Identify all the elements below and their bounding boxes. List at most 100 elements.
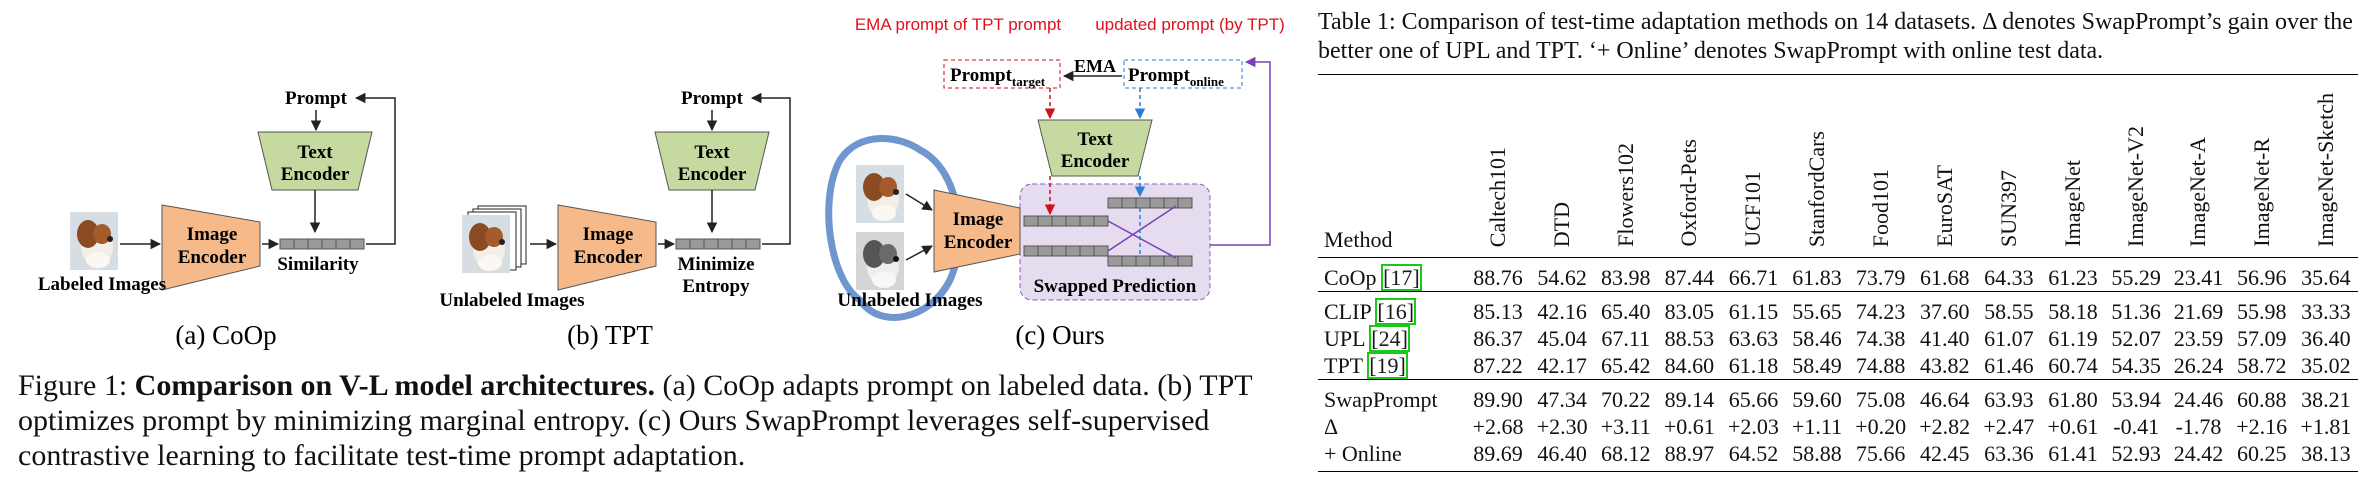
value-cell: +2.03 (1727, 413, 1779, 439)
value-cell: 53.94 (2105, 379, 2168, 413)
citation-link[interactable]: [19] (1367, 351, 1408, 379)
value-cell: 61.07 (1984, 325, 2034, 351)
value-cell: 58.49 (1792, 352, 1842, 378)
ours-image-encoder (933, 189, 1021, 273)
value-cell: 86.37 (1473, 325, 1523, 351)
svg-text:Encoder: Encoder (678, 164, 747, 185)
ours-panel-caption: (c) Ours (1015, 320, 1104, 350)
value-cell: 88.97 (1657, 440, 1722, 472)
value-cell: 42.16 (1530, 291, 1595, 325)
column-header: ImageNet-Sketch (2293, 74, 2358, 258)
value-cell: 84.60 (1664, 352, 1715, 378)
value-cell: +1.81 (2300, 413, 2352, 439)
svg-text:Entropy: Entropy (682, 276, 750, 297)
ema-annotation: EMA prompt of TPT prompt (855, 15, 1062, 34)
value-cell: 74.88 (1855, 352, 1906, 378)
value-cell: 61.46 (1984, 352, 2034, 378)
value-cell: 87.22 (1473, 352, 1523, 378)
value-cell: 42.45 (1912, 440, 1977, 472)
ours-image-color (856, 165, 904, 223)
value-cell: +0.20 (1855, 413, 1907, 439)
tpt-text-encoder (654, 131, 770, 191)
value-cell: 41.40 (1919, 325, 1970, 351)
value-cell: 67.11 (1601, 325, 1651, 351)
value-cell: 36.40 (2301, 325, 2351, 351)
method-cell: Δ (1324, 413, 1339, 439)
value-cell: 74.23 (1848, 291, 1913, 325)
value-cell: 63.36 (1976, 440, 2041, 472)
tpt-image-stack (462, 205, 527, 273)
value-cell: 38.13 (2293, 440, 2358, 472)
citation-link[interactable]: [16] (1375, 297, 1417, 325)
svg-text:Image: Image (187, 224, 238, 245)
value-cell: 75.66 (1848, 440, 1913, 472)
value-cell: -0.41 (2113, 413, 2160, 439)
svg-text:Text: Text (1077, 129, 1113, 150)
value-cell: 83.98 (1594, 257, 1658, 292)
value-cell: 37.60 (1912, 291, 1977, 325)
table-caption: Table 1: Comparison of test-time adaptat… (1318, 9, 2353, 64)
svg-text:Encoder: Encoder (944, 232, 1013, 253)
value-cell: 58.72 (2236, 352, 2287, 378)
column-header: Food101 (1848, 74, 1913, 258)
prompt-online-box (1123, 59, 1243, 89)
value-cell: 74.38 (1855, 325, 1906, 351)
value-cell: 61.19 (2048, 325, 2098, 351)
value-cell: 88.76 (1466, 257, 1531, 292)
value-cell: 60.74 (2048, 352, 2098, 378)
citation-link[interactable]: [24] (1369, 324, 1410, 352)
value-cell: 89.69 (1466, 440, 1531, 472)
value-cell: 56.96 (2229, 257, 2294, 292)
tpt-images-label: Unlabeled Images (439, 290, 584, 311)
value-cell: 88.53 (1664, 325, 1715, 351)
coop-text-encoder (257, 131, 373, 191)
value-cell: 21.69 (2167, 291, 2230, 325)
value-cell: +2.16 (2236, 413, 2288, 439)
value-cell: 65.40 (1594, 291, 1658, 325)
table-row: Δ+2.68+2.30+3.11+0.61+2.03+1.11+0.20+2.8… (1318, 413, 2358, 440)
value-cell: 59.60 (1785, 379, 1849, 413)
svg-text:Image: Image (953, 209, 1004, 230)
value-cell: 64.33 (1976, 257, 2041, 292)
panel-coop: Prompt Text Encoder Image Encoder Simila… (38, 88, 396, 350)
coop-text-encoder-label: Text (297, 142, 333, 163)
ours-image-gray (856, 232, 904, 290)
tpt-image-encoder (557, 204, 657, 291)
citation-link[interactable]: [17] (1381, 263, 1422, 291)
value-cell: +1.11 (1791, 413, 1843, 439)
value-cell: 47.34 (1530, 379, 1595, 413)
value-cell: 85.13 (1466, 291, 1531, 325)
value-cell: 61.41 (2040, 440, 2105, 472)
coop-similarity-label: Similarity (277, 254, 359, 275)
coop-image (70, 212, 118, 270)
svg-text:Encoder: Encoder (574, 247, 643, 268)
coop-panel-caption: (a) CoOp (175, 320, 276, 350)
value-cell: 54.35 (2111, 352, 2161, 378)
value-cell: 87.44 (1657, 257, 1722, 292)
tpt-prompt-label: Prompt (681, 88, 744, 109)
value-cell: +0.61 (1663, 413, 1715, 439)
column-header: ImageNet-V2 (2105, 74, 2168, 258)
column-header: EuroSAT (1912, 74, 1977, 258)
value-cell: 35.64 (2293, 257, 2358, 292)
svg-text:Text: Text (694, 142, 730, 163)
value-cell: 51.36 (2105, 291, 2168, 325)
tpt-panel-caption: (b) TPT (567, 320, 653, 350)
value-cell: 83.05 (1657, 291, 1722, 325)
value-cell: 24.46 (2167, 379, 2230, 413)
value-cell: 45.04 (1537, 325, 1587, 351)
ours-images-label: Unlabeled Images (837, 290, 982, 311)
value-cell: 89.90 (1466, 379, 1531, 413)
column-header: Oxford-Pets (1657, 74, 1722, 258)
ema-label: EMA (1074, 56, 1116, 76)
svg-text:Encoder: Encoder (1061, 151, 1130, 172)
value-cell: 60.25 (2229, 440, 2294, 472)
coop-image-encoder (161, 204, 261, 291)
value-cell: 68.12 (1594, 440, 1658, 472)
value-cell: 52.07 (2111, 325, 2161, 351)
method-cell: + Online (1318, 440, 1466, 472)
value-cell: +2.47 (1983, 413, 2035, 439)
value-cell: 70.22 (1594, 379, 1658, 413)
